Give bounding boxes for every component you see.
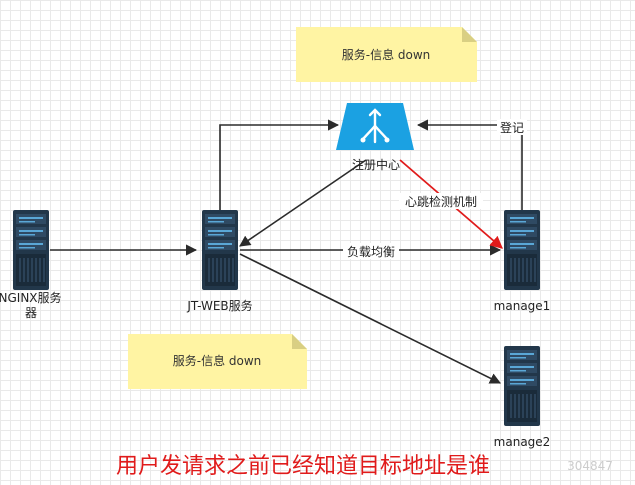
note-top: 服务-信息 down: [296, 27, 477, 82]
edge-jtweb-to-registry: [219, 119, 340, 210]
caption: 用户发请求之前已经知道目标地址是谁: [116, 454, 490, 479]
server-icon: [12, 209, 50, 291]
manage2-node: manage2: [494, 345, 551, 449]
edge-jtweb-to-manage2: [239, 253, 502, 384]
registry-node: 注册中心: [336, 103, 414, 172]
nginx-label-line2: 器: [25, 306, 37, 320]
manage1-label: manage1: [494, 299, 551, 313]
manage2-label: manage2: [494, 435, 551, 449]
registry-icon: [336, 103, 414, 150]
server-icon: [201, 209, 239, 291]
manage1-node: manage1: [494, 209, 551, 313]
note-bottom: 服务-信息 down: [128, 334, 307, 389]
jtweb-node: JT-WEB服务: [186, 209, 253, 313]
note-top-text: 服务-信息 down: [342, 47, 431, 62]
edge-label-load-balance: 负载均衡: [347, 245, 395, 259]
watermark: 304847: [567, 459, 613, 473]
edge-label-register: 登记: [500, 120, 524, 135]
server-icon: [503, 209, 541, 291]
edge-label-heartbeat: 心跳检测机制: [405, 194, 477, 209]
edge-registry-to-jtweb: [239, 159, 367, 247]
jtweb-label: JT-WEB服务: [186, 298, 252, 313]
note-bottom-text: 服务-信息 down: [173, 353, 262, 368]
nginx-label-line1: NGINX服务: [0, 290, 62, 305]
nginx-node: NGINX服务 器: [0, 209, 62, 320]
server-icon: [503, 345, 541, 427]
registry-label: 注册中心: [352, 157, 400, 172]
